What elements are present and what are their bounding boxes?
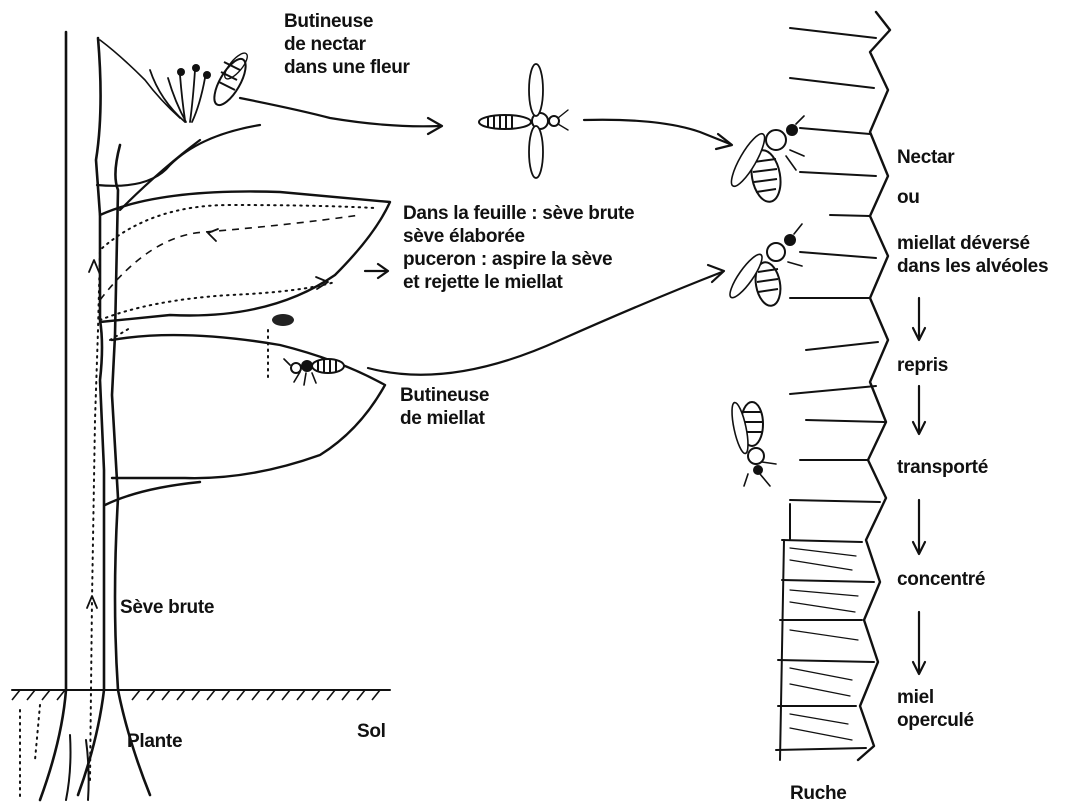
poured-label: miellat déversé dans les alvéoles xyxy=(897,232,1048,278)
honeydew-forager-line-1: Butineuse xyxy=(400,384,489,407)
nectar-forager-line-2: de nectar xyxy=(284,33,410,56)
or-label: ou xyxy=(897,186,920,209)
nectar-label: Nectar xyxy=(897,146,954,169)
hive-bee-middle-icon xyxy=(725,224,802,308)
nectar-forager-line-1: Butineuse xyxy=(284,10,410,33)
hive-bee-bottom-icon xyxy=(729,401,776,486)
transported-label: transporté xyxy=(897,456,988,479)
hive-bee-top-icon xyxy=(726,116,804,204)
nectar-forager-line-3: dans une fleur xyxy=(284,56,410,79)
soil-label: Sol xyxy=(357,720,386,743)
plant-label: Plante xyxy=(127,730,182,753)
concentrated-label: concentré xyxy=(897,568,985,591)
leaf-line-3: puceron : aspire la sève xyxy=(403,248,634,271)
honeydew-bee-icon xyxy=(284,359,344,385)
soil-hatching xyxy=(12,690,380,700)
honeydew-forager-line-2: de miellat xyxy=(400,407,489,430)
plant-drawing xyxy=(12,32,390,800)
taken-up-label: repris xyxy=(897,354,948,377)
capped-honey-label: miel operculé xyxy=(897,686,974,732)
poured-line-1: miellat déversé xyxy=(897,232,1048,255)
raw-sap-label: Sève brute xyxy=(120,596,214,619)
poured-line-2: dans les alvéoles xyxy=(897,255,1048,278)
leaf-explanation-label: Dans la feuille : sève brute sève élabor… xyxy=(403,202,634,294)
hive-label: Ruche xyxy=(790,782,847,805)
flying-bee-icon xyxy=(479,64,568,178)
flower-with-bee-icon xyxy=(150,50,252,122)
flow-arrows xyxy=(240,98,925,674)
capped-honey-line-1: miel xyxy=(897,686,974,709)
leaf-line-4: et rejette le miellat xyxy=(403,271,634,294)
leaf-line-1: Dans la feuille : sève brute xyxy=(403,202,634,225)
leaf-line-2: sève élaborée xyxy=(403,225,634,248)
capped-honey-line-2: operculé xyxy=(897,709,974,732)
nectar-forager-label: Butineuse de nectar dans une fleur xyxy=(284,10,410,79)
aphid-icon xyxy=(272,314,294,326)
honeydew-forager-label: Butineuse de miellat xyxy=(400,384,489,430)
